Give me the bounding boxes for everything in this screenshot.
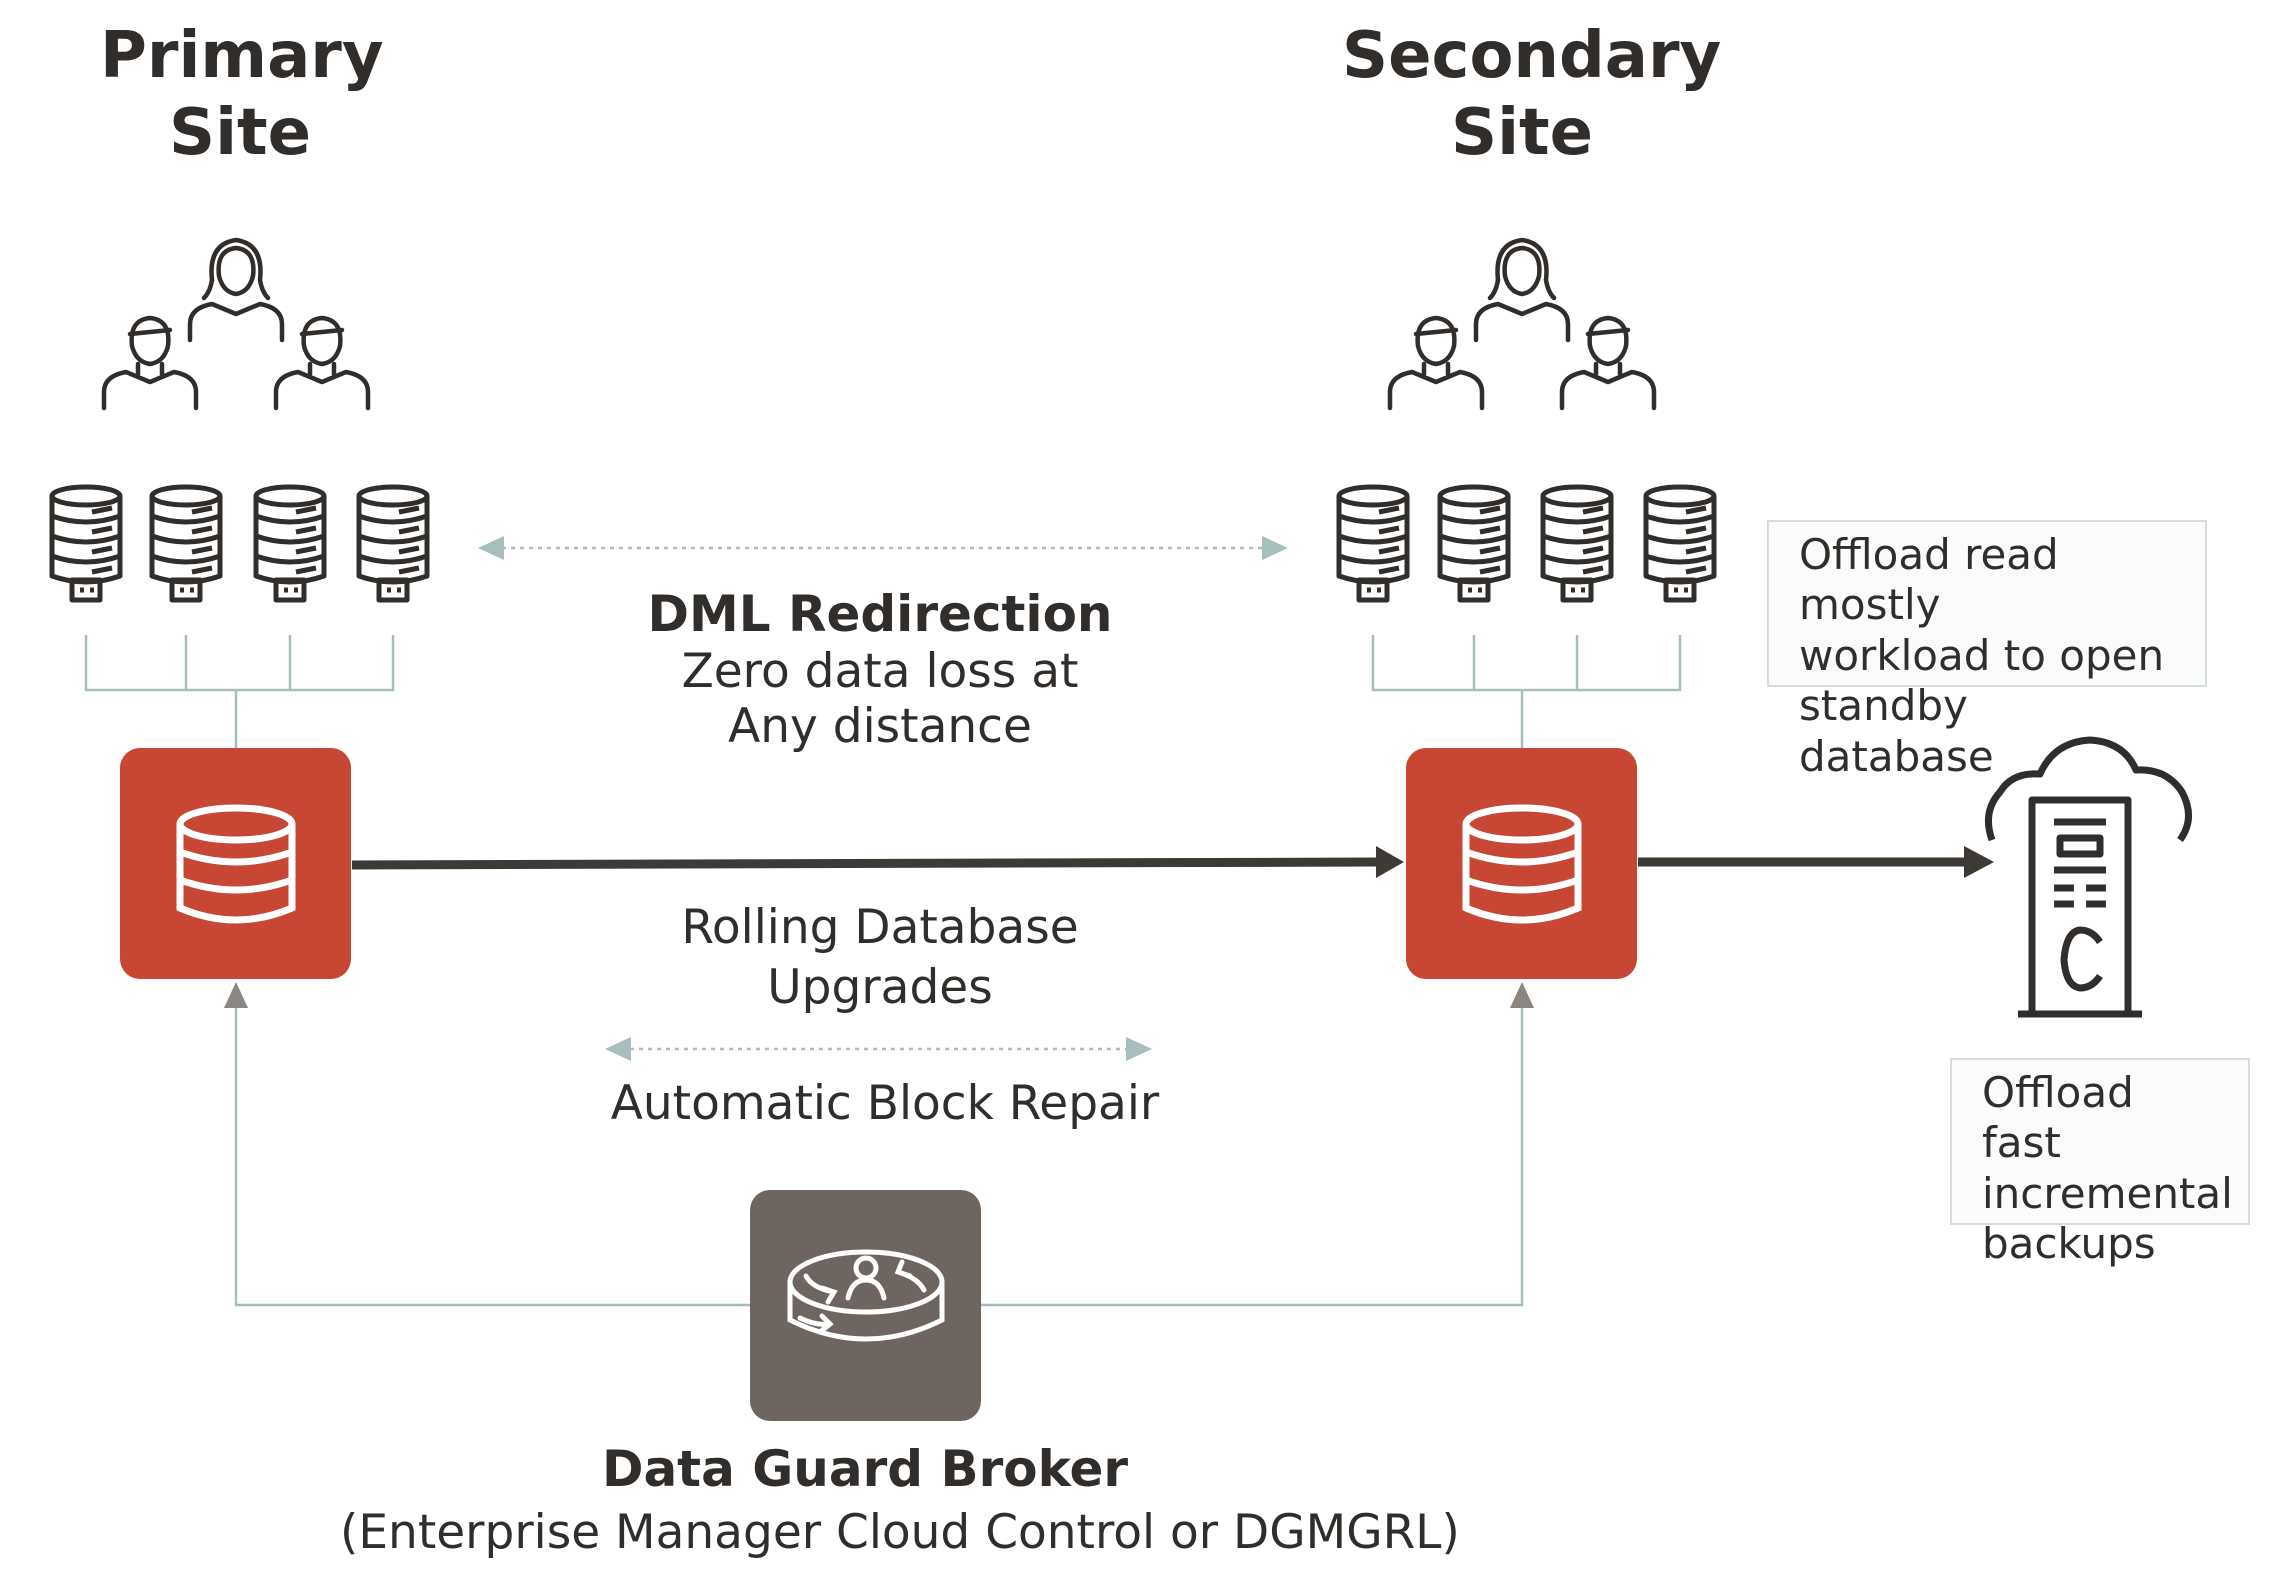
replication-arrow	[351, 846, 1404, 878]
secondary-database-icon	[1406, 748, 1637, 979]
rolling-upgrades-label: Rolling Database Upgrades	[580, 898, 1180, 1017]
primary-site-title: Primary Site	[100, 18, 384, 172]
dml-redirection-line2: Any distance	[728, 699, 1032, 755]
secondary-server-connectors	[1371, 635, 1682, 748]
primary-site-title-line1: Primary	[100, 19, 384, 93]
primary-server-connectors	[84, 635, 395, 748]
dml-redirection-arrow	[478, 536, 1288, 560]
read-offload-line3: standby database	[1799, 681, 1994, 781]
cloud-backup-icon	[1984, 736, 2192, 1018]
rolling-upgrades-line1: Rolling Database	[681, 900, 1079, 955]
dml-redirection-heading: DML Redirection	[647, 585, 1113, 643]
primary-database-icon	[120, 748, 351, 979]
read-offload-line1: Offload read mostly	[1799, 530, 2059, 630]
broker-heading: Data Guard Broker	[601, 1440, 1129, 1498]
read-offload-line2: workload to open	[1799, 630, 2165, 680]
block-repair-arrow	[605, 1037, 1152, 1061]
secondary-site-title-line2: Site	[1450, 95, 1594, 170]
backup-offload-line2: incremental	[1982, 1168, 2233, 1218]
backup-offload-line1: Offload fast	[1982, 1068, 2134, 1168]
block-repair-label: Automatic Block Repair	[610, 1076, 1160, 1131]
backup-offload-note: Offload fast incremental backups	[1950, 1058, 2250, 1268]
backup-arrow	[1638, 846, 1994, 878]
broker-icon	[750, 1190, 981, 1421]
secondary-site-title: Secondary Site	[1342, 18, 1722, 172]
read-offload-note: Offload read mostly workload to open sta…	[1767, 520, 2207, 781]
primary-servers-icon	[52, 487, 427, 600]
primary-users-icon	[104, 240, 368, 408]
backup-offload-line3: backups	[1982, 1219, 2156, 1269]
dml-redirection-label: DML Redirection Zero data loss at Any di…	[580, 585, 1180, 755]
rolling-upgrades-line2: Upgrades	[767, 959, 993, 1015]
secondary-users-icon	[1390, 240, 1654, 408]
secondary-site-title-line1: Secondary	[1342, 19, 1722, 93]
broker-subtitle: (Enterprise Manager Cloud Control or DGM…	[340, 1505, 1460, 1560]
broker-connectors	[224, 982, 1534, 1307]
broker-label: Data Guard Broker (Enterprise Manager Cl…	[340, 1440, 1460, 1560]
dml-redirection-line1: Zero data loss at	[681, 644, 1079, 699]
secondary-servers-icon	[1339, 487, 1714, 600]
primary-site-title-line2: Site	[168, 95, 312, 170]
